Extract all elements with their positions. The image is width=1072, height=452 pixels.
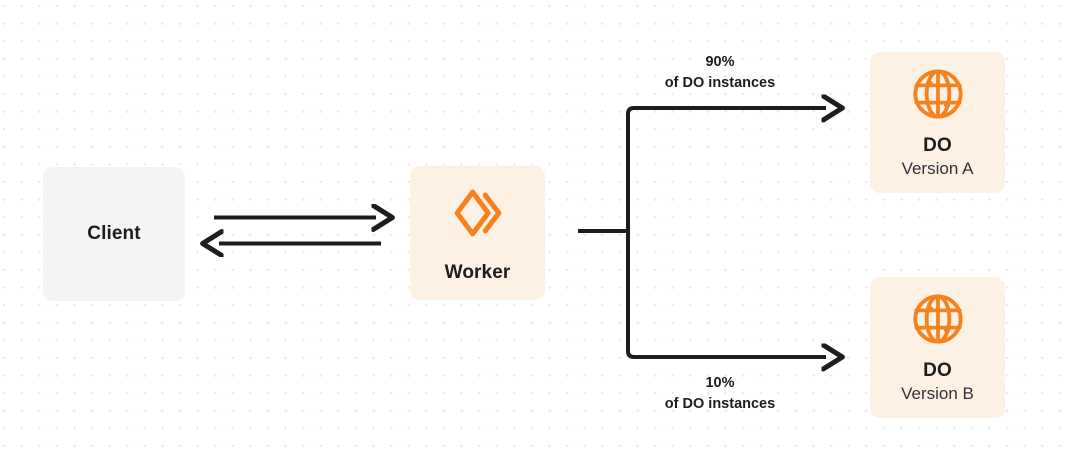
edge-split-to-do-a (626, 108, 826, 231)
node-do-version-a[interactable]: DO Version A (870, 52, 1005, 193)
globe-icon (909, 290, 967, 348)
edge-top-percent: 90% (705, 54, 735, 70)
do-b-label: DO (923, 360, 952, 382)
worker-label: Worker (444, 262, 511, 284)
edge-bottom-percent: 10% (705, 375, 735, 391)
edge-top-caption: of DO instances (664, 75, 776, 92)
edge-split-to-do-b (626, 231, 826, 357)
edge-label-bottom: 10% of DO instances (610, 373, 830, 415)
node-client[interactable]: Client (43, 167, 185, 301)
client-label: Client (87, 223, 141, 245)
do-a-label: DO (923, 135, 952, 157)
do-a-sublabel: Version A (901, 159, 974, 179)
edge-bottom-caption: of DO instances (664, 396, 776, 413)
cloudflare-workers-icon (447, 182, 509, 244)
node-worker[interactable]: Worker (410, 166, 545, 300)
do-b-sublabel: Version B (901, 384, 974, 404)
globe-icon (909, 65, 967, 123)
node-do-version-b[interactable]: DO Version B (870, 277, 1005, 418)
edge-label-top: 90% of DO instances (610, 52, 830, 94)
